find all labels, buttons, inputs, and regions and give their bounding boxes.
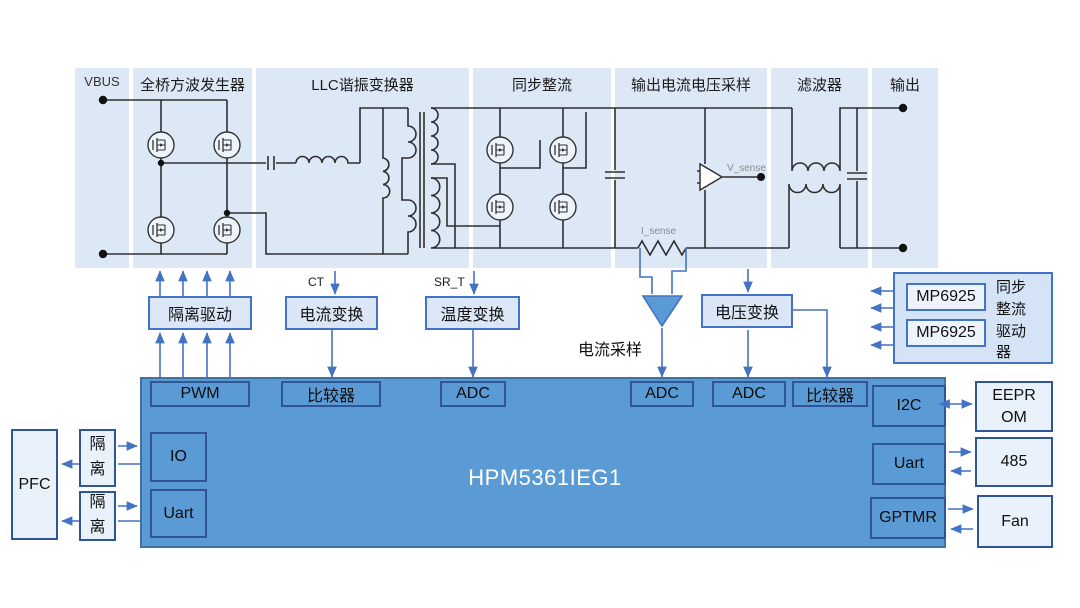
sync-driver-label: 同步整流驱动器 <box>996 279 1027 362</box>
mp6925-chip-2: MP6925 <box>906 319 986 347</box>
panel-fullbridge-label: 全桥方波发生器 <box>139 77 245 94</box>
mcu-cmp2-label: 比较器 <box>805 388 854 405</box>
mcu-io: IO <box>150 432 207 482</box>
panel-syncrect: 同步整流 <box>473 68 611 268</box>
volt-conv-box: 电压变换 <box>701 294 793 328</box>
panel-syncrect-label: 同步整流 <box>511 77 572 94</box>
mcu-i2c: I2C <box>872 385 946 427</box>
panel-vbus-label: VBUS <box>84 74 120 89</box>
temp-conv-box: 温度变换 <box>425 296 520 330</box>
mcu-gptmr-label: GPTMR <box>879 509 937 526</box>
eeprom-box: EEPROM <box>975 381 1053 432</box>
mp6925-chip-1: MP6925 <box>906 283 986 311</box>
isense-label: I_sense <box>641 226 677 237</box>
temp-conv-label: 温度变换 <box>440 307 505 324</box>
mcu-adc1-label: ADC <box>456 385 490 402</box>
rs485-label: 485 <box>1000 453 1028 470</box>
mp6925-chip-2-label: MP6925 <box>916 324 976 341</box>
iso-box-1: 隔离 <box>79 429 116 487</box>
iso-drive-box: 隔离驱动 <box>148 296 252 330</box>
mcu-cmp2: 比较器 <box>792 381 868 407</box>
mcu-gptmr: GPTMR <box>870 497 946 539</box>
mcu-adc1: ADC <box>440 381 506 407</box>
panel-sampling-label: 输出电流电压采样 <box>630 77 751 94</box>
pfc-box: PFC <box>11 429 58 540</box>
panel-filter: 滤波器 <box>771 68 868 268</box>
mcu-adc2-label: ADC <box>645 385 679 402</box>
current-conv-label: 电流变换 <box>299 307 364 324</box>
mcu-io-label: IO <box>170 448 187 465</box>
iso-box-2: 隔离 <box>79 491 116 541</box>
mp6925-chip-1-label: MP6925 <box>916 288 976 305</box>
mcu-i2c-label: I2C <box>896 397 922 414</box>
mcu-pwm-label: PWM <box>180 385 220 402</box>
panel-vbus: VBUS <box>75 68 129 268</box>
pfc-label: PFC <box>18 475 51 493</box>
panel-filter-label: 滤波器 <box>796 77 842 94</box>
mcu-adc3: ADC <box>712 381 786 407</box>
mcu-pwm: PWM <box>150 381 250 407</box>
panel-llc-label: LLC谐振变换器 <box>311 77 414 94</box>
fan-label: Fan <box>1001 512 1029 530</box>
vsense-label: V_sense <box>727 163 766 174</box>
current-sample-label: 电流采样 <box>578 342 643 359</box>
mcu-adc2: ADC <box>630 381 694 407</box>
panel-output: 输出 <box>872 68 938 268</box>
iso-box-2-label: 隔离 <box>89 494 106 536</box>
fan-box: Fan <box>977 495 1053 548</box>
volt-conv-label: 电压变换 <box>714 305 779 322</box>
current-conv-box: 电流变换 <box>285 296 378 330</box>
mcu-name: HPM5361IEG1 <box>468 465 622 490</box>
mcu-cmp1-label: 比较器 <box>306 388 355 405</box>
eeprom-label: EEPROM <box>992 386 1036 426</box>
ct-label: CT <box>308 275 324 289</box>
mcu-adc3-label: ADC <box>732 385 766 402</box>
iso-drive-label: 隔离驱动 <box>167 307 232 324</box>
panel-output-label: 输出 <box>889 77 920 94</box>
iso-box-1-label: 隔离 <box>89 436 106 478</box>
rs485-box: 485 <box>975 437 1053 487</box>
panel-fullbridge: 全桥方波发生器 <box>133 68 252 268</box>
mcu-cmp1: 比较器 <box>281 381 381 407</box>
mcu-uart-left-label: Uart <box>163 504 194 522</box>
current-sample-amp-icon <box>641 295 684 328</box>
srt-label: SR_T <box>434 275 465 289</box>
mcu-uart-left: Uart <box>150 489 207 538</box>
panel-llc: LLC谐振变换器 <box>256 68 469 268</box>
mcu-uart-right-label: Uart <box>893 455 925 472</box>
mcu-uart-right: Uart <box>872 443 946 485</box>
